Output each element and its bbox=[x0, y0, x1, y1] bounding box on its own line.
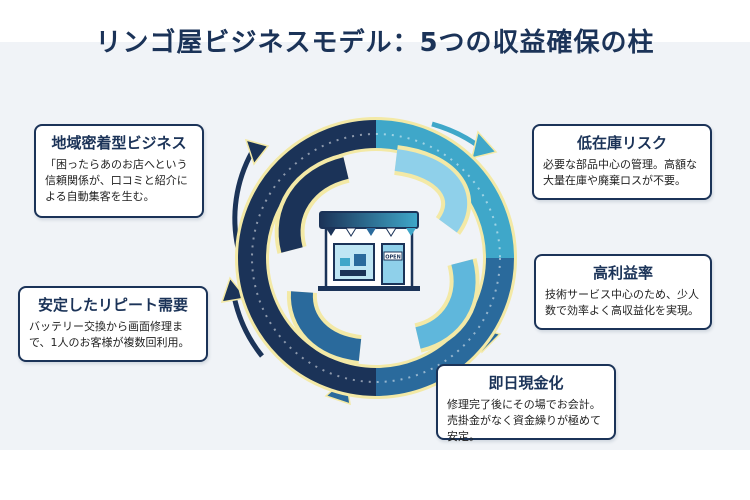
outer-arrow-top-left bbox=[232, 138, 270, 249]
main-cycle-ring bbox=[235, 117, 517, 399]
pillar-description: 技術サービス中心のため、少人数で効率よく高収益化を実現。 bbox=[545, 288, 699, 317]
outer-arrow-top-right bbox=[431, 121, 498, 160]
pillar-title: 低在庫リスク bbox=[576, 134, 667, 152]
inner-loop-bottom bbox=[286, 291, 363, 365]
pillar-title: 高利益率 bbox=[592, 264, 653, 282]
pillar-description: 修理完了後にその場でお会計。売掛金がなく資金繰りが極めて安定。 bbox=[447, 398, 601, 443]
pillar-description: 必要な部品中心の管理。高額な大量在庫や廃棄ロスが不要。 bbox=[543, 158, 697, 187]
pillar-description: バッテリー交換から画面修理まで、1人のお客様が複数回利用。 bbox=[29, 320, 190, 349]
page-title: リンゴ屋ビジネスモデル：5つの収益確保の柱 bbox=[95, 28, 655, 58]
pillar-card-repeat-demand: 安定したリピート需要 バッテリー交換から画面修理まで、1人のお客様が複数回利用。 bbox=[18, 286, 208, 362]
pillar-card-high-margin: 高利益率 技術サービス中心のため、少人数で効率よく高収益化を実現。 bbox=[534, 254, 712, 330]
pillar-card-community: 地域密着型ビジネス 「困ったらあのお店へという信頼関係が、口コミと紹介による自動… bbox=[34, 124, 204, 218]
inner-loop-top-right bbox=[393, 145, 472, 235]
pillar-title: 即日現金化 bbox=[488, 374, 564, 392]
outer-arrow-left bbox=[220, 276, 264, 358]
inner-loop-left bbox=[274, 153, 351, 254]
storefront-icon: OPEN bbox=[318, 211, 420, 291]
pillar-card-low-inventory: 低在庫リスク 必要な部品中心の管理。高額な大量在庫や廃棄ロスが不要。 bbox=[532, 124, 712, 200]
inner-loop-right bbox=[413, 258, 480, 353]
pillar-title: 安定したリピート需要 bbox=[37, 296, 188, 314]
pillar-description: 「困ったらあのお店へという信頼関係が、口コミと紹介による自動集客を生む。 bbox=[45, 158, 188, 203]
pillar-title: 地域密着型ビジネス bbox=[51, 134, 187, 152]
shop-open-sign: OPEN bbox=[385, 255, 401, 261]
pillar-card-same-day-cash: 即日現金化 修理完了後にその場でお会計。売掛金がなく資金繰りが極めて安定。 bbox=[436, 364, 616, 443]
